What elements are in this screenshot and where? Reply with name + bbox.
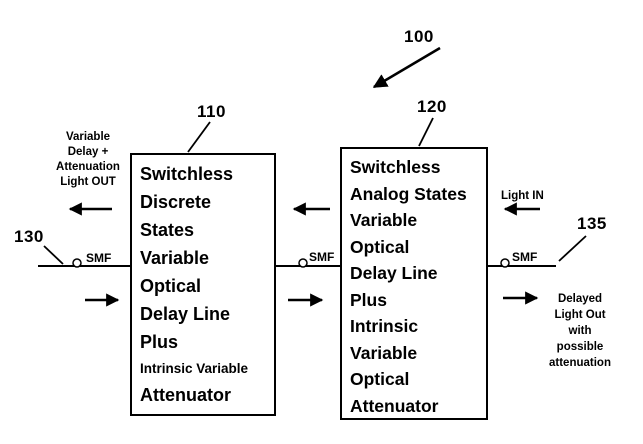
box-110-discrete-delay-line: Switchless Discrete States Variable Opti… [130,153,276,416]
box120-line: Optical [350,236,410,257]
smf-connector-right-icon [500,258,510,268]
smf-label-left: SMF [86,251,112,265]
annotation-line: Attenuation [56,161,120,173]
leader-line-135 [558,235,587,262]
box120-line: Analog States [350,183,467,204]
box120-line: Attenuator [350,395,439,416]
leader-line-110 [187,121,211,153]
annotation-line: Variable [65,131,111,143]
box120-line: Variable [350,210,418,230]
box120-line: Plus [350,289,387,310]
box110-line: Discrete [140,192,212,212]
leader-line-130 [43,245,64,265]
annotation-line: Delayed [557,293,603,305]
ref-label-130: 130 [14,227,44,246]
annotation-line: Light Out [554,309,606,321]
annotation-variable-delay-light-out: Variable Delay + Attenuation Light OUT [44,130,132,190]
smf-connector-left-icon [72,258,82,268]
box120-line: Variable [350,342,418,363]
smf-label-middle: SMF [309,250,335,264]
box120-line: Switchless [350,157,441,177]
box110-line: Variable [140,248,210,268]
smf-connector-middle-icon [298,258,308,268]
annotation-light-in: Light IN [501,190,544,202]
arrow-100 [372,46,441,89]
box110-line: Intrinsic Variable [140,361,249,376]
box120-line: Delay Line [350,263,438,283]
leader-line-120 [418,117,434,147]
annotation-line: Delay + [67,146,109,158]
box-120-analog-delay-line: Switchless Analog States Variable Optica… [340,147,488,420]
box120-line: Optical [350,369,410,389]
box120-line: Intrinsic [350,316,419,336]
box110-line: Plus [140,332,179,352]
annotation-line: with [568,325,592,337]
smf-label-right: SMF [512,250,538,264]
annotation-line: attenuation [549,357,611,369]
box110-line: Attenuator [140,385,231,405]
ref-label-135: 135 [577,214,607,233]
ref-label-110: 110 [197,102,226,121]
box110-line: Switchless [140,164,234,184]
box110-line: Delay Line [140,304,231,324]
annotation-line: Light OUT [60,176,116,188]
box110-line: States [140,220,195,240]
box110-line: Optical [140,276,202,296]
ref-label-100: 100 [404,27,434,46]
ref-label-120: 120 [417,97,447,116]
annotation-delayed-light-out: Delayed Light Out with possible attenuat… [538,291,622,371]
annotation-line: possible [556,341,604,353]
